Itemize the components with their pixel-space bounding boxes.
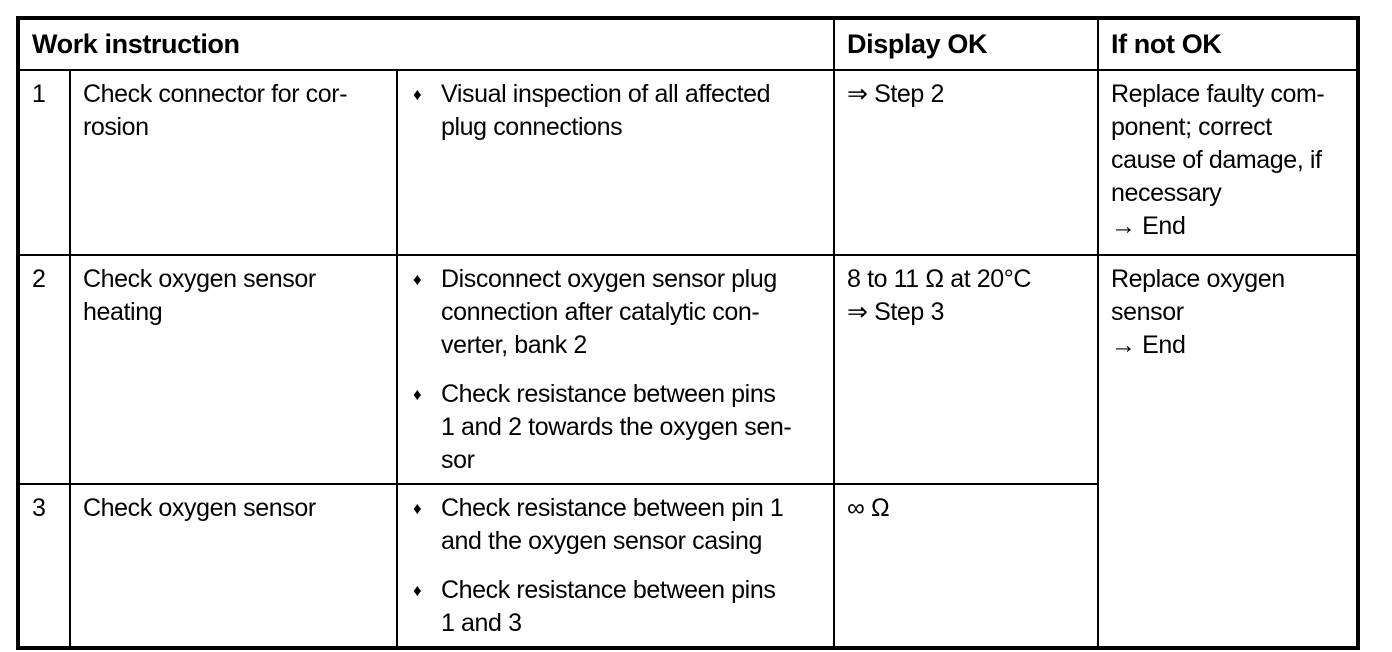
header-row: Work instruction Display OK If not OK <box>16 17 1360 71</box>
diamond-bullet-icon: ♦ <box>413 581 422 600</box>
bullet-text: Visual inspection of all affected plug c… <box>441 80 771 141</box>
instruction-details-cell: ♦ Visual inspection of all affected plug… <box>395 69 836 256</box>
bullet-text: Check resistance between pins 1 and 2 to… <box>441 380 792 474</box>
diamond-bullet-icon: ♦ <box>413 385 422 404</box>
if-not-ok-cell: Replace faulty com- ponent; correct caus… <box>1097 69 1360 256</box>
step-number-cell: 1 <box>17 69 71 256</box>
header-display-ok: Display OK <box>833 17 1100 71</box>
table-row: 2 Check oxygen sensor heating ♦ Disconne… <box>17 254 1360 649</box>
table-row: 3 Check oxygen sensor ♦ Check resistance… <box>17 483 1358 649</box>
step-number-cell: 3 <box>17 483 71 649</box>
instruction-title-cell: Check connector for cor- rosion <box>69 69 398 256</box>
table-row: 1 Check connector for cor- rosion ♦ Visu… <box>17 69 1360 256</box>
display-ok-cell: ∞ Ω <box>833 483 1100 649</box>
header-work-instruction: Work instruction <box>16 17 836 71</box>
instruction-title-cell: Check oxygen sensor heating <box>69 254 398 485</box>
list-item: ♦ Check resistance between pins 1 and 2 … <box>410 378 823 477</box>
header-if-not-ok: If not OK <box>1097 17 1360 71</box>
diamond-bullet-icon: ♦ <box>413 270 422 289</box>
list-item: ♦ Disconnect oxygen sensor plug connecti… <box>410 263 823 362</box>
bullet-text: Disconnect oxygen sensor plug connection… <box>441 265 777 359</box>
document-page: Work instruction Display OK If not OK 1 … <box>16 16 1361 650</box>
display-ok-cell: 8 to 11 Ω at 20°C ⇒ Step 3 <box>833 254 1100 485</box>
diamond-bullet-icon: ♦ <box>413 85 422 104</box>
bullet-text: Check resistance between pin 1 and the o… <box>441 494 784 555</box>
instruction-details-cell: ♦ Disconnect oxygen sensor plug connecti… <box>395 254 836 485</box>
list-item: ♦ Visual inspection of all affected plug… <box>410 78 823 144</box>
instruction-details-cell: ♦ Check resistance between pin 1 and the… <box>395 483 836 649</box>
list-item: ♦ Check resistance between pins 1 and 3 <box>410 574 823 640</box>
if-not-ok-cell: Replace oxygen sensor → End <box>1097 254 1360 649</box>
work-instruction-table: Work instruction Display OK If not OK 1 … <box>16 16 1361 650</box>
display-ok-cell: ⇒ Step 2 <box>833 69 1100 256</box>
bullet-text: Check resistance between pins 1 and 3 <box>441 576 776 637</box>
step-number-cell: 2 <box>17 254 71 485</box>
list-item: ♦ Check resistance between pin 1 and the… <box>410 492 823 558</box>
instruction-title-cell: Check oxygen sensor <box>69 483 398 649</box>
diamond-bullet-icon: ♦ <box>413 499 422 518</box>
